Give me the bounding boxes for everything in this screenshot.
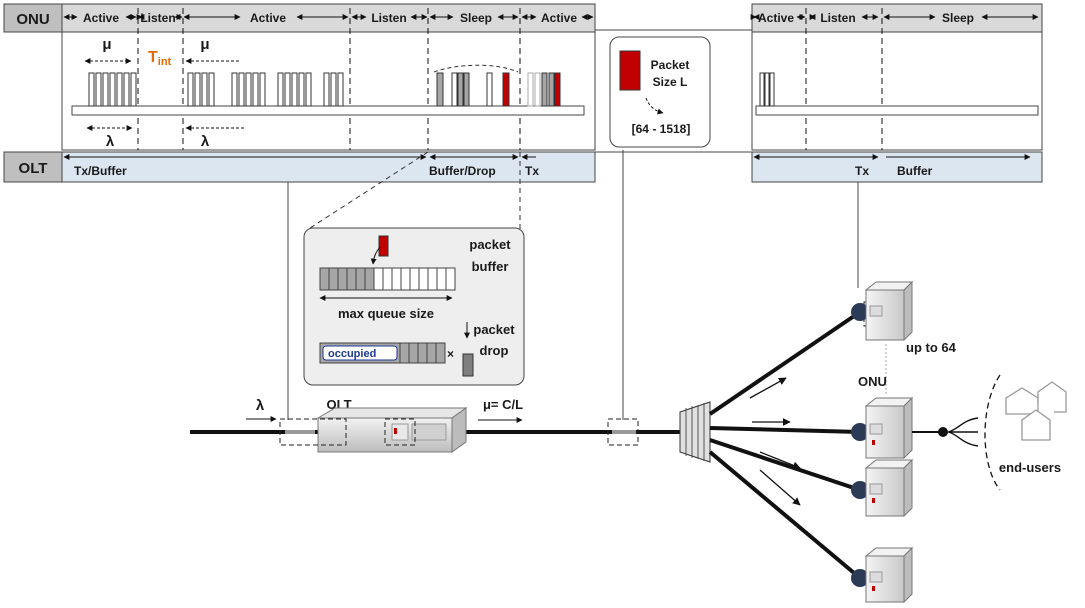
lambda-arrival-label: λ: [256, 397, 265, 414]
packet-size-box: Packet Size L [64 - 1518]: [609, 36, 711, 148]
full-queue-cells: [399, 342, 446, 364]
right-onu-state-header: [751, 3, 1043, 33]
olt-row-label: OLT: [19, 160, 48, 177]
packet-burst-1: [88, 72, 137, 107]
up-to-64-label: up to 64: [906, 340, 957, 355]
right-timeline-panel: Active Listen Sleep Tx Buffer: [750, 3, 1043, 183]
state-active-3: Active: [541, 11, 577, 25]
buffer-title-2: buffer: [472, 259, 509, 274]
vertical-connectors: [287, 150, 859, 420]
packet-red-icon: [619, 50, 641, 91]
incoming-packet-arrow: [370, 246, 381, 265]
state-dividers: [137, 8, 521, 150]
right-state-listen: Listen: [820, 11, 855, 25]
olt-tx-label: Tx: [525, 164, 539, 178]
right-olt-buffer-label: Buffer: [897, 164, 933, 178]
right-olt-tx-label: Tx: [855, 164, 869, 178]
occupied-tag: [322, 345, 398, 361]
incoming-packet-icon: [378, 235, 389, 257]
mu-symbol-2: μ: [200, 36, 209, 53]
max-queue-label: max queue size: [338, 306, 434, 321]
packet-size-label-1: Packet: [651, 58, 690, 72]
onu-traffic-baseline: [71, 105, 585, 116]
user-split-node: [938, 427, 948, 437]
right-packet-burst: [759, 72, 775, 107]
lambda-symbol-1: λ: [106, 133, 115, 150]
onu-row-label: ONU: [16, 11, 49, 28]
state-listen-2: Listen: [371, 11, 406, 25]
onu-device-3: [851, 458, 914, 518]
mu-symbol-1: μ: [102, 36, 111, 53]
onu-device-4: [851, 546, 914, 604]
left-timeline-panel: ONU OLT Active Listen Active Listen Slee…: [3, 3, 596, 183]
occupied-label: occupied: [328, 348, 376, 360]
state-listen-1: Listen: [140, 11, 175, 25]
olt-tx-buffer-label: Tx/Buffer: [74, 164, 127, 178]
state-active-1: Active: [83, 11, 119, 25]
right-onu-traffic-area: [751, 31, 1043, 151]
drop-label-1: packet: [473, 322, 515, 337]
packet-size-label-2: Size L: [653, 75, 688, 89]
buffer-title-1: packet: [469, 237, 511, 252]
onu-device-2: [851, 396, 914, 460]
lambda-symbol-2: λ: [201, 133, 210, 150]
right-state-dividers: [805, 8, 883, 150]
buffer-zoom-lines: [306, 151, 521, 231]
drop-label-2: drop: [480, 343, 509, 358]
end-users-label: end-users: [999, 460, 1061, 475]
onu-label-box: [3, 3, 63, 33]
state-active-2: Active: [250, 11, 286, 25]
dropped-packet-icon: [462, 353, 474, 377]
panel-connectors: [595, 29, 752, 153]
downstream-arrows: [749, 377, 801, 506]
buffer-curve: [433, 64, 519, 73]
packet-burst-2: [187, 72, 344, 107]
onu-device-label: ONU: [858, 374, 887, 389]
drop-fibers: [708, 310, 862, 580]
right-state-active: Active: [758, 11, 794, 25]
buffered-packets: [436, 72, 561, 107]
olt-buffer-drop-label: Buffer/Drop: [429, 164, 496, 178]
optical-splitter: [679, 401, 711, 463]
user-boundary: [984, 374, 1001, 491]
splitter-lines: [685, 403, 705, 461]
queue-cells: [319, 267, 456, 291]
right-state-sleep: Sleep: [942, 11, 974, 25]
packet-size-range: [64 - 1518]: [632, 122, 691, 136]
packet-size-curve-arrow: [645, 97, 664, 115]
drop-x-mark: ×: [447, 347, 454, 361]
state-sleep: Sleep: [460, 11, 492, 25]
t-int-label: Tint: [148, 49, 172, 68]
user-branches: [947, 417, 979, 447]
packet-buffer-box: packet buffer max queue size packet drop: [303, 227, 525, 386]
onu-device-1: [851, 280, 914, 342]
network-topology: λ OLT μ= C/L: [190, 280, 1067, 604]
service-rate-label: μ= C/L: [483, 397, 523, 412]
house-icons: [1005, 381, 1067, 441]
right-traffic-baseline: [755, 105, 1039, 116]
